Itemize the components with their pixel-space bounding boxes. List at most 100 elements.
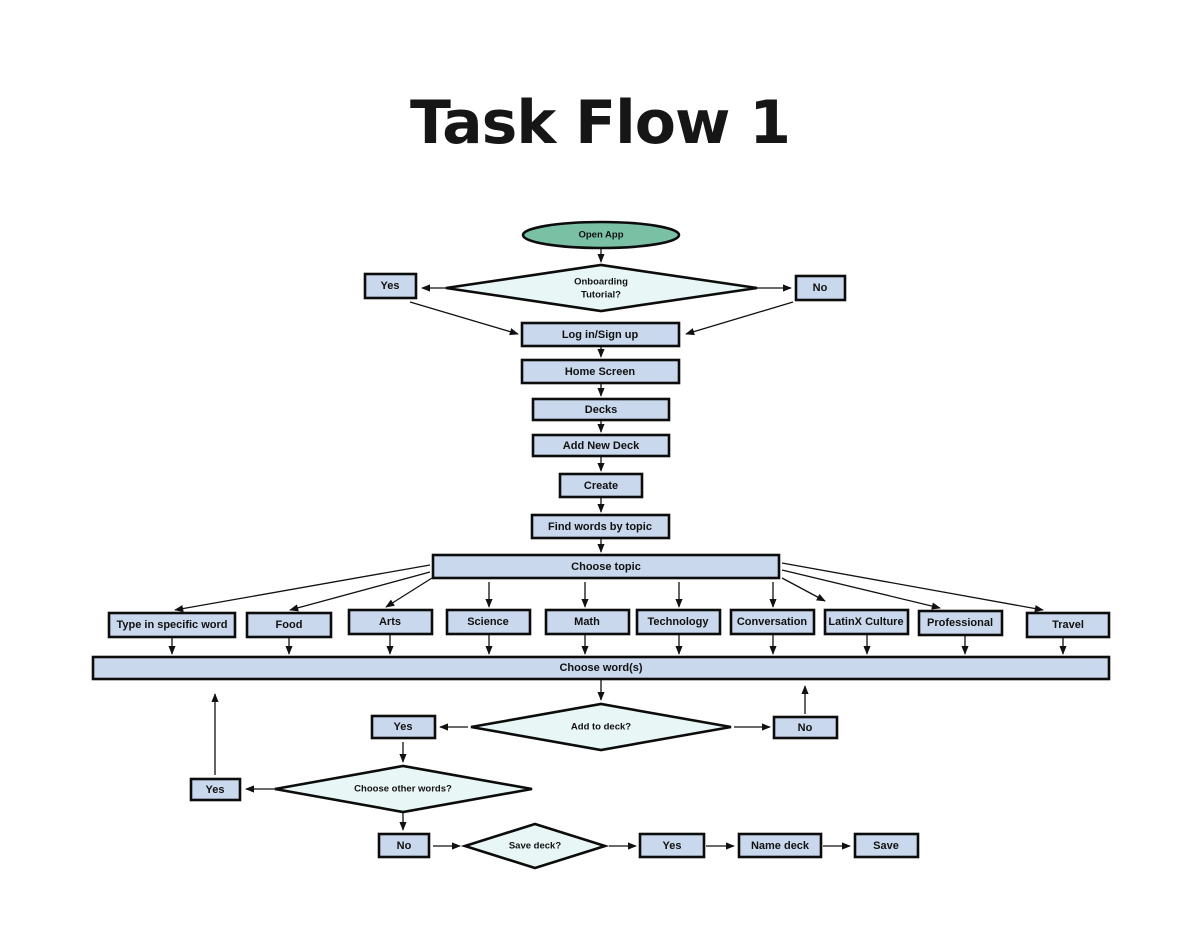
find-words-label: Find words by topic	[548, 521, 652, 533]
topic-label: Travel	[1052, 619, 1084, 631]
flow-nodes: Open App Onboarding Tutorial? Yes No Log…	[91, 220, 1111, 870]
home-box	[520, 358, 681, 385]
onboarding-yes-label: Yes	[381, 280, 400, 292]
page-title: Task Flow 1	[409, 88, 791, 158]
node-topic-food: Food	[245, 611, 333, 639]
topic-label: Science	[467, 616, 509, 628]
onboarding-yes-box	[363, 272, 418, 300]
add-no-label: No	[798, 722, 813, 734]
save-yes-label: Yes	[663, 840, 682, 852]
topic-label: Type in specific word	[116, 619, 227, 631]
node-save-yes: Yes	[638, 832, 706, 859]
topic-label: Technology	[648, 616, 710, 628]
node-onboarding-decision: Onboarding Tutorial?	[445, 263, 758, 313]
topic-box	[823, 608, 910, 636]
create-label: Create	[584, 480, 618, 492]
node-topic-travel: Travel	[1025, 611, 1111, 639]
topic-label: LatinX Culture	[828, 616, 903, 628]
node-topic-latinx: LatinX Culture	[823, 608, 910, 636]
onboarding-label-line2: Tutorial?	[581, 290, 621, 301]
node-add-yes: Yes	[370, 714, 437, 740]
node-save: Save	[853, 832, 920, 859]
topic-label: Professional	[927, 617, 993, 629]
node-topic-conversation: Conversation	[729, 608, 816, 636]
edge-no-to-login	[685, 301, 794, 336]
other-no-box	[377, 832, 431, 859]
save-box	[853, 832, 920, 859]
node-topic-arts: Arts	[347, 608, 434, 636]
node-onboarding-yes: Yes	[363, 272, 418, 300]
login-box	[520, 321, 681, 348]
node-choose-topic: Choose topic	[431, 553, 781, 580]
login-label: Log in/Sign up	[562, 329, 639, 341]
node-topic-technology: Technology	[635, 608, 722, 636]
create-box	[558, 472, 644, 499]
topic-box	[917, 609, 1004, 637]
topic-box	[347, 608, 434, 636]
node-decks: Decks	[531, 397, 671, 422]
choose-words-label: Choose word(s)	[559, 662, 642, 674]
node-save-deck-decision: Save deck?	[460, 822, 610, 870]
edge-topic-to-food	[289, 571, 431, 612]
add-to-deck-diamond	[470, 702, 732, 752]
choose-other-diamond	[274, 764, 533, 814]
topic-box	[445, 608, 532, 636]
node-other-yes: Yes	[189, 777, 242, 802]
home-label: Home Screen	[565, 366, 636, 378]
flow-edges	[168, 248, 1067, 850]
add-yes-box	[370, 714, 437, 740]
topic-label: Food	[276, 619, 303, 631]
onboarding-diamond	[445, 263, 758, 313]
node-onboarding-no: No	[794, 274, 847, 302]
node-choose-words: Choose word(s)	[91, 655, 1111, 681]
choose-topic-box	[431, 553, 781, 580]
choose-topic-label: Choose topic	[571, 561, 641, 573]
node-home-screen: Home Screen	[520, 358, 681, 385]
other-no-label: No	[397, 840, 412, 852]
topic-box	[635, 608, 722, 636]
onboarding-no-label: No	[813, 282, 828, 294]
edge-topic-to-arts	[385, 577, 433, 608]
decks-box	[531, 397, 671, 422]
node-topic-science: Science	[445, 608, 532, 636]
open-app-label: Open App	[578, 230, 623, 241]
topic-label: Math	[574, 616, 600, 628]
choose-words-box	[91, 655, 1111, 681]
add-no-box	[772, 715, 839, 740]
start-oval	[521, 220, 681, 250]
add-to-deck-label: Add to deck?	[571, 722, 631, 733]
node-other-no: No	[377, 832, 431, 859]
add-new-deck-label: Add New Deck	[563, 440, 640, 452]
name-deck-box	[737, 832, 823, 859]
node-add-to-deck-decision: Add to deck?	[470, 702, 732, 752]
node-add-no: No	[772, 715, 839, 740]
topic-box	[107, 611, 237, 639]
node-login: Log in/Sign up	[520, 321, 681, 348]
edge-yes-to-login	[409, 301, 519, 336]
save-deck-diamond	[460, 822, 610, 870]
node-topic-professional: Professional	[917, 609, 1004, 637]
save-yes-box	[638, 832, 706, 859]
node-topic-math: Math	[544, 608, 631, 636]
onboarding-no-box	[794, 274, 847, 302]
choose-other-label: Choose other words?	[354, 784, 452, 795]
edge-topic-to-travel	[781, 562, 1044, 613]
topic-box	[245, 611, 333, 639]
save-label: Save	[873, 840, 899, 852]
topic-box	[544, 608, 631, 636]
other-yes-box	[189, 777, 242, 802]
other-yes-label: Yes	[206, 784, 225, 796]
topic-box	[1025, 611, 1111, 639]
add-new-deck-box	[531, 433, 671, 458]
decks-label: Decks	[585, 404, 617, 416]
name-deck-label: Name deck	[751, 840, 810, 852]
node-create: Create	[558, 472, 644, 499]
node-find-words: Find words by topic	[530, 513, 671, 540]
add-yes-label: Yes	[394, 721, 413, 733]
edge-topic-to-latinx	[781, 577, 826, 602]
node-add-new-deck: Add New Deck	[531, 433, 671, 458]
find-words-box	[530, 513, 671, 540]
edge-topic-to-type-word	[174, 564, 431, 613]
topic-box	[729, 608, 816, 636]
